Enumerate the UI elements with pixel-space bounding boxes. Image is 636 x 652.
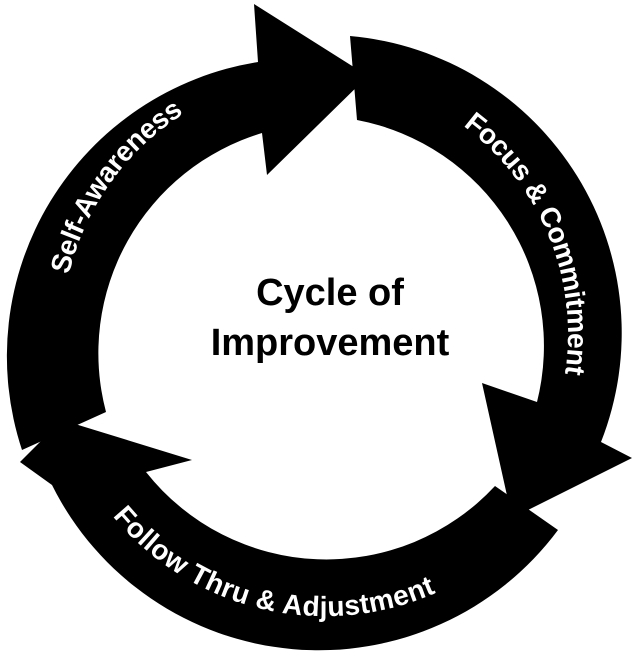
focus-commitment-arrow xyxy=(350,36,632,518)
center-title: Cycle of Improvement xyxy=(160,268,500,368)
center-title-line1: Cycle of xyxy=(256,272,404,314)
follow-thru-adjustment-arrow xyxy=(20,420,558,651)
self-awareness-arrow xyxy=(6,4,369,450)
center-title-line2: Improvement xyxy=(210,322,450,364)
